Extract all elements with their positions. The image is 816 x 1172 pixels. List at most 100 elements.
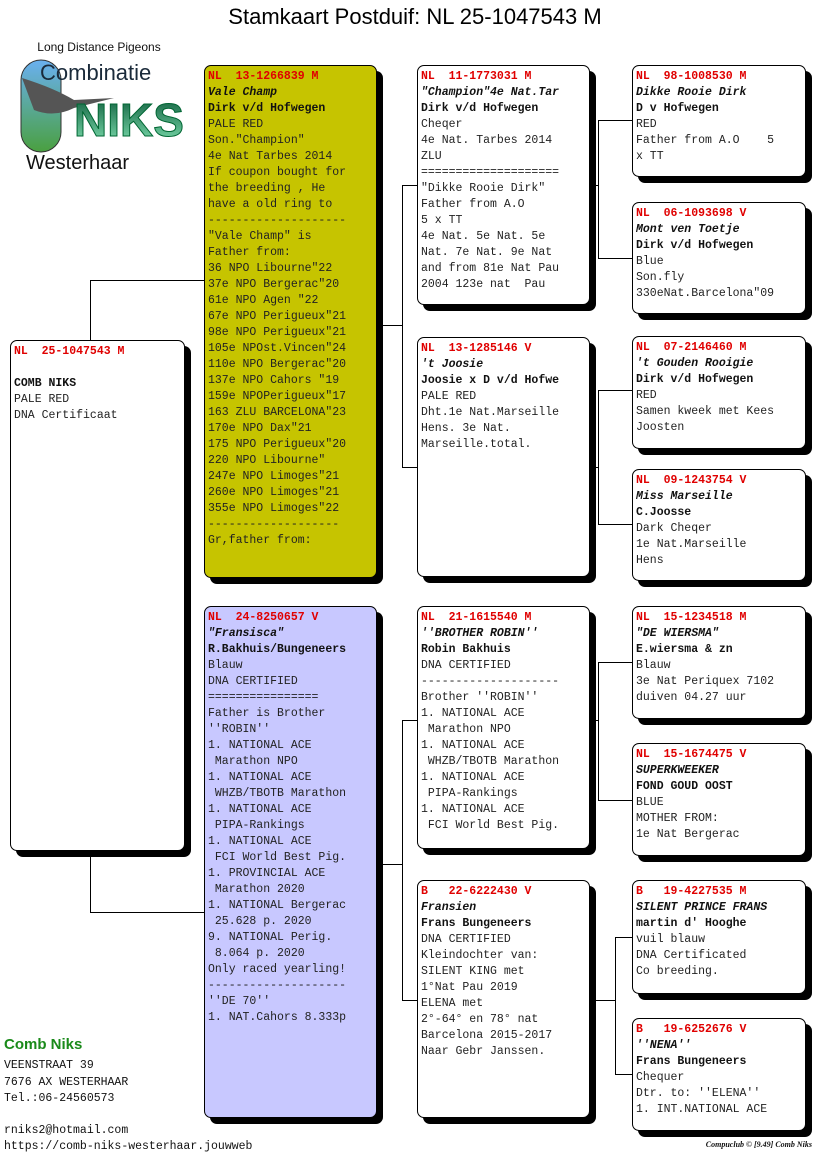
- pigeon-info-line: "Vale Champ" is: [208, 230, 312, 243]
- ring-number: NL 13-1266839 M: [208, 70, 319, 83]
- pigeon-info-line: 98e NPO Perigueux"21: [208, 326, 347, 339]
- pigeon-info-line: 1. NATIONAL ACE: [208, 835, 312, 848]
- pigeon-info-line: 1. NAT.Cahors 8.333p: [208, 1011, 347, 1024]
- pigeon-name: ''BROTHER ROBIN'': [421, 627, 539, 640]
- pigeon-info-line: Father from:: [208, 246, 291, 259]
- pigeon-info-line: 5 x TT: [421, 214, 463, 227]
- pigeon-info-line: 9. NATIONAL Perig.: [208, 931, 333, 944]
- page-title: Stamkaart Postduif: NL 25-1047543 M: [228, 4, 602, 29]
- pigeon-card-dam[interactable]: NL 24-8250657 V"Fransisca"R.Bakhuis/Bung…: [204, 606, 377, 1118]
- pigeon-info-line: Dtr. to: ''ELENA'': [636, 1087, 761, 1100]
- pigeon-info-line: 175 NPO Perigueux"20: [208, 438, 347, 451]
- pigeon-info-line: Marathon NPO: [208, 755, 298, 768]
- ring-number: NL 11-1773031 M: [421, 70, 532, 83]
- pigeon-info-line: 1. NATIONAL ACE: [208, 739, 312, 752]
- pigeon-name: 't Gouden Rooigie: [636, 357, 754, 370]
- pigeon-info-line: Gr,father from:: [208, 534, 312, 547]
- pigeon-info-line: --------------------: [421, 675, 560, 688]
- ring-number: B 19-4227535 M: [636, 885, 747, 898]
- pigeon-info-line: Only raced yearling!: [208, 963, 347, 976]
- pigeon-card-dss[interactable]: NL 15-1234518 M"DE WIERSMA"E.wiersma & z…: [632, 606, 806, 719]
- pigeon-info-line: Father from A.O: [421, 198, 525, 211]
- pigeon-owner: D v Hofwegen: [636, 102, 719, 115]
- breeder-email[interactable]: rniks2@hotmail.com: [4, 1124, 129, 1137]
- pigeon-info-line: Cheqer: [421, 118, 463, 131]
- pigeon-info-line: Blue: [636, 255, 664, 268]
- pigeon-name: Mont ven Toetje: [636, 223, 740, 236]
- pigeon-card-ds[interactable]: NL 21-1615540 M''BROTHER ROBIN''Robin Ba…: [417, 606, 590, 849]
- pigeon-info-line: BLUE: [636, 796, 664, 809]
- pigeon-info-line: Hens: [636, 554, 664, 567]
- logo-tagline: Long Distance Pigeons: [37, 40, 160, 54]
- pigeon-info-line: 37e NPO Bergerac"20: [208, 278, 340, 291]
- pigeon-info-line: 1. NATIONAL ACE: [208, 771, 312, 784]
- pigeon-info-line: Dark Cheqer: [636, 522, 712, 535]
- pigeon-info-line: Kleindochter van:: [421, 949, 539, 962]
- pigeon-owner: C.Joosse: [636, 506, 692, 519]
- pigeon-info-line: 159e NPOPerigueux"17: [208, 390, 347, 403]
- pigeon-info-line: ELENA met: [421, 997, 484, 1010]
- pigeon-info-line: --------------------: [208, 214, 347, 227]
- ring-number: NL 07-2146460 M: [636, 341, 747, 354]
- pigeon-info-line: DNA CERTIFIED: [421, 659, 511, 672]
- pigeon-owner: Frans Bungeneers: [421, 917, 532, 930]
- pigeon-name: Miss Marseille: [636, 490, 733, 503]
- pigeon-info-line: DNA CERTIFIED: [208, 675, 298, 688]
- pigeon-info-line: 247e NPO Limoges"21: [208, 470, 340, 483]
- pigeon-info-line: 170e NPO Dax"21: [208, 422, 312, 435]
- breeder-name: Comb Niks: [4, 1036, 83, 1053]
- pigeon-info-line: 3e Nat Periquex 7102: [636, 675, 775, 688]
- pigeon-info-line: 330eNat.Barcelona"09: [636, 287, 775, 300]
- pigeon-info-line: 4e Nat Tarbes 2014: [208, 150, 333, 163]
- pigeon-name: Vale Champ: [208, 86, 278, 99]
- software-credit: Compuclub © [9.49] Comb Niks: [705, 1140, 812, 1149]
- pigeon-owner: COMB NIKS: [14, 377, 77, 390]
- logo: Long Distance Pigeons Combinatie NIKS We…: [14, 38, 184, 174]
- breeder-phone: Tel.:06-24560573: [4, 1092, 115, 1105]
- pigeon-info-line: 1. NATIONAL ACE: [421, 803, 525, 816]
- pigeon-info-line: 355e NPO Limoges"22: [208, 502, 340, 515]
- pigeon-info-line: 4e Nat. 5e Nat. 5e: [421, 230, 546, 243]
- ring-number: NL 09-1243754 V: [636, 474, 747, 487]
- ring-number: NL 98-1008530 M: [636, 70, 747, 83]
- pigeon-owner: FOND GOUD OOST: [636, 780, 733, 793]
- pigeon-info-line: Marathon 2020: [208, 883, 305, 896]
- pigeon-owner: martin d' Hooghe: [636, 917, 747, 930]
- pigeon-info-line: Son."Champion": [208, 134, 305, 147]
- pigeon-info-line: Joosten: [636, 421, 685, 434]
- breeder-website[interactable]: https://comb-niks-westerhaar.jouwweb: [4, 1140, 253, 1153]
- pigeon-info-line: RED: [636, 389, 657, 402]
- pigeon-owner: E.wiersma & zn: [636, 643, 733, 656]
- pigeon-info-line: ''DE 70'': [208, 995, 271, 1008]
- pigeon-info-line: 1. NATIONAL ACE: [421, 739, 525, 752]
- pigeon-info-line: Marseille.total.: [421, 438, 532, 451]
- pigeon-info-line: vuil blauw: [636, 933, 706, 946]
- pigeon-info-line: Barcelona 2015-2017: [421, 1029, 553, 1042]
- pigeon-info-line: Marathon NPO: [421, 723, 511, 736]
- pigeon-owner: Dirk v/d Hofwegen: [636, 239, 754, 252]
- ring-number: NL 15-1674475 V: [636, 748, 747, 761]
- logo-line3: Westerhaar: [26, 152, 129, 172]
- pigeon-name: "Champion"4e Nat.Tar: [421, 86, 560, 99]
- pigeon-info-line: 1. NATIONAL ACE: [208, 803, 312, 816]
- pigeon-owner: R.Bakhuis/Bungeneers: [208, 643, 347, 656]
- pigeon-info-line: ZLU: [421, 150, 442, 163]
- pigeon-name: "DE WIERSMA": [636, 627, 719, 640]
- pigeon-name: 't Joosie: [421, 358, 484, 371]
- pigeon-info-line: 36 NPO Libourne"22: [208, 262, 333, 275]
- pigeon-owner: Dirk v/d Hofwegen: [421, 102, 539, 115]
- pigeon-info-line: 163 ZLU BARCELONA"23: [208, 406, 347, 419]
- pigeon-info-line: the breeding , He: [208, 182, 326, 195]
